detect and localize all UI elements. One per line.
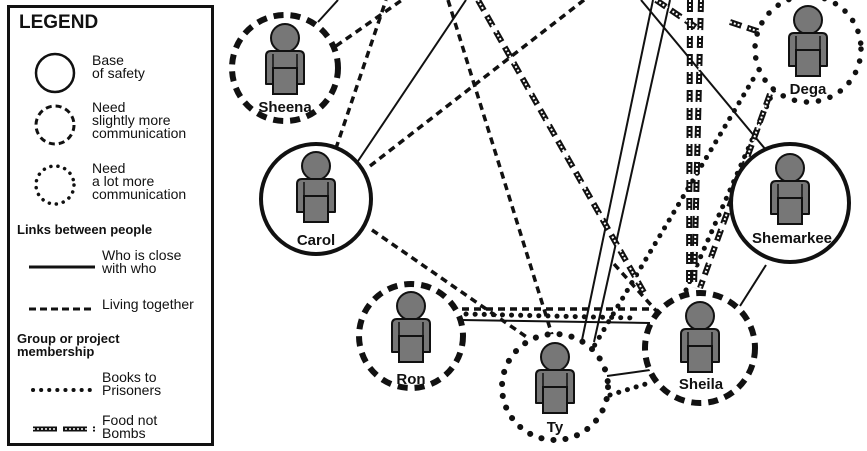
need-a-lot-more-symbol [34,164,76,206]
link-close [739,264,767,307]
links-layer [317,0,777,398]
person-sheila: Sheila [642,290,758,406]
carol-label: Carol [297,232,335,249]
person-ty: Ty [499,331,611,443]
person-icon [265,23,305,95]
link-close [640,0,767,151]
group-heading: Group or project membership [17,331,120,359]
link-living [334,0,404,48]
link-close [606,369,651,377]
person-icon [296,151,336,223]
food-not-bombs-label: Food not Bombs [102,412,158,441]
need-a-lot-more-label: Need a lot more communication [92,160,187,202]
legend-title: LEGEND [19,12,99,33]
person-dega: Dega [752,0,864,105]
food-not-bombs-links [475,0,773,298]
books-to-prisoners-label: Books to Prisoners [102,369,162,398]
link-living [446,0,555,339]
living-together-label: Living together [102,296,194,312]
person-icon [535,342,575,414]
link-living [368,0,586,168]
link-close [461,319,651,324]
link-living [330,0,388,161]
link-close [317,0,339,23]
person-icon [391,291,431,363]
need-slightly-more-label: Need slightly more communication [92,99,187,141]
link-books [607,379,655,398]
link-living [371,228,529,340]
living-together-links [330,0,662,340]
link-books [587,73,758,356]
link-books [463,311,639,321]
link-close [581,0,654,341]
link-close [593,0,671,343]
person-sheena: Sheena [229,12,341,124]
person-shemarkee: Shemarkee [729,142,851,264]
person-icon [788,5,828,77]
base-of-safety-label: Base of safety [92,52,145,81]
person-carol: Carol [259,142,373,256]
ron-label: Ron [396,371,425,388]
base-of-safety-symbol [34,52,76,94]
link-books [683,87,777,293]
shemarkee-label: Shemarkee [752,230,832,247]
sheena-label: Sheena [258,99,312,116]
link-close [351,0,467,171]
close-with-label: Who is close with who [102,247,182,276]
links-heading: Links between people [17,222,153,237]
ty-label: Ty [547,419,564,436]
books-to-prisoners-links [463,73,777,398]
need-slightly-more-symbol [34,104,76,146]
person-icon [680,301,720,373]
dega-label: Dega [790,81,827,98]
person-icon [770,153,810,225]
legend-symbols [29,52,97,432]
legend: LEGEND Base of safety Need slightly more… [7,5,214,446]
sheila-label: Sheila [679,376,724,393]
person-ron: Ron [356,281,466,391]
